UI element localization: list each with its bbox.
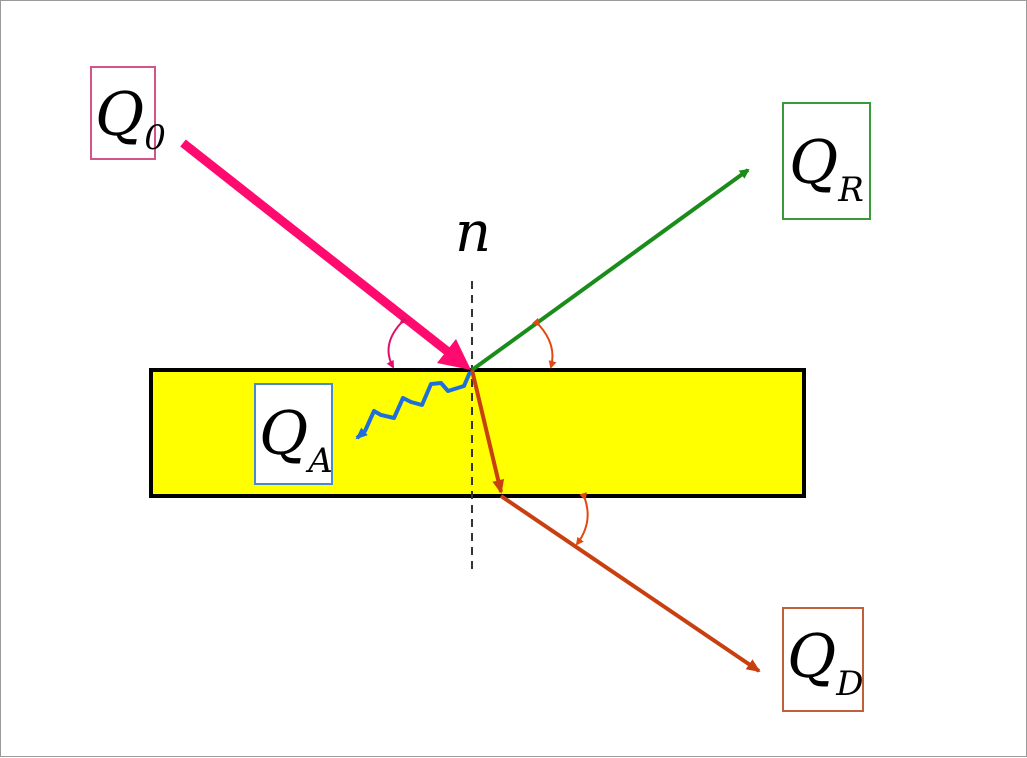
qa-label-box — [254, 383, 333, 485]
absorbed-ray — [355, 371, 472, 440]
qr-label: QR — [789, 128, 864, 210]
incident-ray — [180, 139, 450, 355]
qd-label: QD — [787, 622, 863, 704]
qa-label: QA — [259, 399, 333, 481]
incident-arrowhead — [437, 339, 471, 370]
normal-label: n — [455, 200, 491, 265]
incident-angle-marker — [386, 315, 408, 369]
refracted-ray — [470, 369, 505, 494]
reflected-ray — [470, 168, 750, 372]
qr-label-box — [782, 102, 871, 220]
q0-label-box — [90, 66, 156, 160]
qd-label-box — [782, 607, 864, 712]
transmitted-angle-marker — [575, 492, 589, 546]
q0-label: Q0 — [95, 80, 166, 158]
reflected-angle-marker — [532, 317, 557, 369]
transmitted-ray — [499, 494, 761, 673]
